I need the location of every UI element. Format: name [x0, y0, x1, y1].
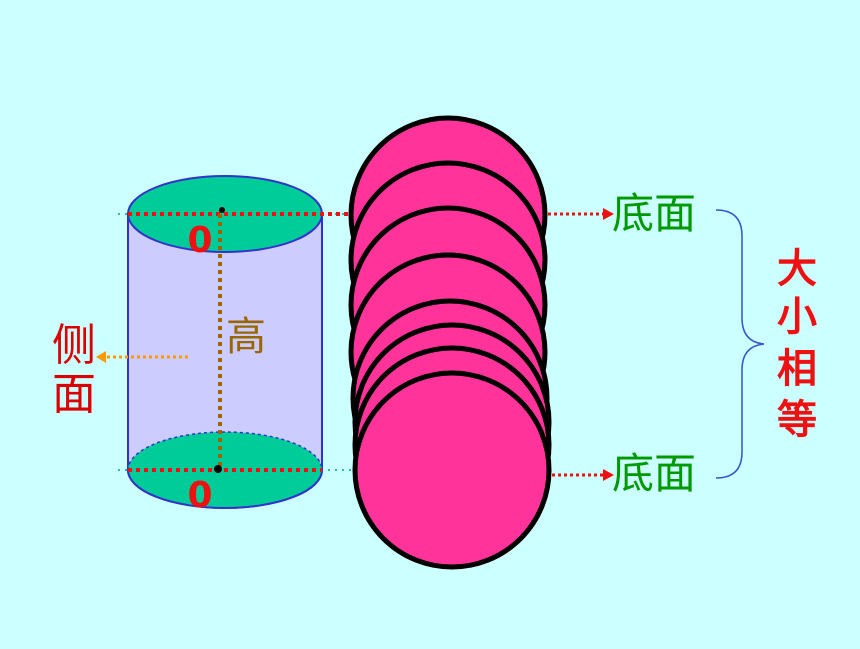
height-label: 高 [226, 314, 266, 360]
equal-size-char-2: 小 [777, 294, 817, 340]
equal-size-char-1: 大 [777, 246, 817, 292]
side-face-label-char-1: 侧 [52, 320, 96, 371]
top-center-dot [219, 207, 225, 213]
bottom-base-front-edge [127, 469, 323, 509]
bottom-center-dot [214, 465, 222, 473]
side-face-arrow-head [96, 351, 106, 363]
top-radius-label: 0 [187, 220, 212, 261]
bottom-base-back-edge [127, 431, 323, 471]
top-base-label: 底面 [612, 189, 696, 238]
stacked-circle-8 [352, 370, 552, 570]
bottom-base-arrow-head [603, 469, 614, 481]
equal-size-char-4: 等 [777, 397, 817, 443]
side-face-label-char-2: 面 [52, 369, 96, 420]
curly-brace [715, 209, 765, 479]
equal-size-char-3: 相 [777, 346, 817, 392]
bottom-radius-label: 0 [187, 475, 212, 516]
top-base-arrow-head [603, 208, 614, 220]
bottom-base-label: 底面 [612, 449, 696, 498]
circle-stack [348, 115, 552, 570]
